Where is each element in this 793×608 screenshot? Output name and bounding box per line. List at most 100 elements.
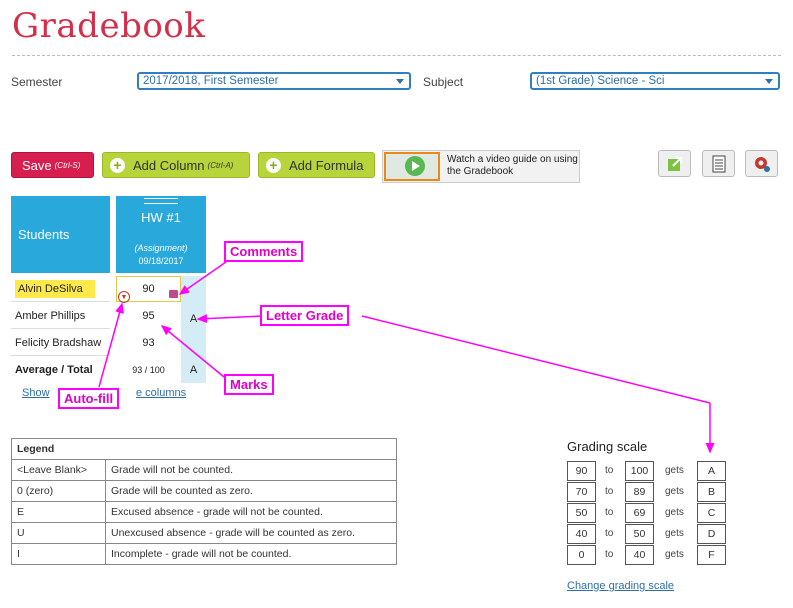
add-column-label: Add Column bbox=[133, 157, 205, 173]
legend-desc: Incomplete - grade will not be counted. bbox=[105, 543, 397, 565]
legend-row: <Leave Blank>Grade will not be counted. bbox=[11, 459, 397, 481]
plus-icon: + bbox=[266, 157, 281, 173]
grading-scale-title: Grading scale bbox=[567, 439, 648, 454]
student-row[interactable]: Amber Phillips bbox=[11, 303, 110, 329]
subject-value: (1st Grade) Science - Sci bbox=[536, 75, 665, 87]
letter-grade-cell: A bbox=[189, 313, 198, 325]
chevron-down-icon bbox=[765, 79, 773, 84]
subject-select[interactable]: (1st Grade) Science - Sci bbox=[530, 72, 780, 90]
title-divider bbox=[12, 55, 781, 56]
play-icon bbox=[405, 156, 425, 176]
legend-desc: Grade will be counted as zero. bbox=[105, 480, 397, 502]
student-name: Felicity Bradshaw bbox=[15, 336, 102, 349]
add-formula-label: Add Formula bbox=[289, 157, 364, 173]
scale-from[interactable]: 0 bbox=[567, 545, 596, 565]
plus-icon: + bbox=[110, 157, 125, 173]
scale-gets-word: gets bbox=[665, 528, 684, 539]
student-name: Amber Phillips bbox=[15, 309, 86, 322]
average-mark: 93 / 100 bbox=[132, 365, 165, 375]
scale-to-word: to bbox=[605, 549, 614, 560]
document-icon bbox=[712, 155, 725, 172]
add-formula-button[interactable]: + Add Formula bbox=[258, 152, 375, 178]
student-name: Alvin DeSilva bbox=[15, 279, 95, 298]
scale-grade[interactable]: F bbox=[697, 545, 726, 565]
average-letter-grade: A bbox=[189, 364, 198, 376]
chevron-down-icon bbox=[396, 79, 404, 84]
page-title: Gradebook bbox=[12, 6, 206, 46]
scale-gets-word: gets bbox=[665, 465, 684, 476]
scale-gets-word: gets bbox=[665, 549, 684, 560]
mark-cell[interactable]: 95 bbox=[142, 310, 155, 322]
legend-table: Legend <Leave Blank>Grade will not be co… bbox=[11, 438, 397, 565]
settings-button[interactable] bbox=[745, 150, 778, 177]
average-total-label: Average / Total bbox=[15, 364, 93, 376]
add-column-button[interactable]: + Add Column (Ctrl-A) bbox=[102, 152, 250, 178]
save-shortcut: (Ctrl-S) bbox=[54, 160, 81, 170]
comments-callout: Comments bbox=[224, 241, 304, 262]
assignment-column-header[interactable]: HW #1 (Assignment) 09/18/2017 bbox=[116, 196, 206, 273]
semester-select[interactable]: 2017/2018, First Semester bbox=[137, 72, 411, 90]
export-icon bbox=[667, 156, 682, 171]
scale-to-word: to bbox=[605, 528, 614, 539]
scale-to[interactable]: 100 bbox=[625, 461, 654, 481]
scale-to[interactable]: 69 bbox=[625, 503, 654, 523]
scale-from[interactable]: 70 bbox=[567, 482, 596, 502]
legend-desc: Excused absence - grade will not be coun… bbox=[105, 501, 397, 523]
comment-icon[interactable] bbox=[169, 290, 178, 298]
legend-code: U bbox=[11, 522, 106, 544]
scale-from[interactable]: 50 bbox=[567, 503, 596, 523]
scale-to[interactable]: 89 bbox=[625, 482, 654, 502]
legend-desc: Grade will not be counted. bbox=[105, 459, 397, 481]
student-row[interactable]: Felicity Bradshaw bbox=[11, 330, 110, 356]
add-column-shortcut: (Ctrl-A) bbox=[207, 160, 234, 170]
semester-label: Semester bbox=[11, 75, 63, 89]
export-button[interactable] bbox=[658, 150, 691, 177]
student-row[interactable]: Alvin DeSilva bbox=[11, 276, 110, 302]
show-columns-link-tail[interactable]: e columns bbox=[136, 387, 187, 399]
scale-to[interactable]: 50 bbox=[625, 524, 654, 544]
mark-cell[interactable]: 93 bbox=[142, 337, 155, 349]
save-button[interactable]: Save (Ctrl-S) bbox=[11, 152, 94, 178]
show-columns-link[interactable]: Show bbox=[22, 387, 50, 399]
letter-grade-callout: Letter Grade bbox=[260, 305, 350, 326]
legend-code: I bbox=[11, 543, 106, 565]
scale-to[interactable]: 40 bbox=[625, 545, 654, 565]
settings-gear-icon bbox=[754, 156, 770, 172]
students-header: Students bbox=[11, 196, 110, 273]
marks-callout: Marks bbox=[224, 374, 274, 395]
legend-header: Legend bbox=[11, 438, 397, 460]
scale-grade[interactable]: B bbox=[697, 482, 726, 502]
video-guide-link[interactable]: Watch a video guide on using the Gradebo… bbox=[382, 150, 580, 183]
scale-from[interactable]: 90 bbox=[567, 461, 596, 481]
scale-to-word: to bbox=[605, 486, 614, 497]
save-label: Save bbox=[22, 157, 52, 173]
scale-from[interactable]: 40 bbox=[567, 524, 596, 544]
legend-code: 0 (zero) bbox=[11, 480, 106, 502]
document-button[interactable] bbox=[702, 150, 735, 177]
scale-to-word: to bbox=[605, 465, 614, 476]
scale-to-word: to bbox=[605, 507, 614, 518]
legend-code: E bbox=[11, 501, 106, 523]
scale-grade[interactable]: D bbox=[697, 524, 726, 544]
semester-value: 2017/2018, First Semester bbox=[143, 75, 279, 87]
drag-handle-icon[interactable] bbox=[144, 198, 178, 204]
assignment-type: (Assignment) bbox=[134, 243, 188, 253]
assignment-name: HW #1 bbox=[141, 210, 181, 225]
legend-row: 0 (zero)Grade will be counted as zero. bbox=[11, 480, 397, 502]
auto-fill-callout: Auto-fill bbox=[58, 388, 120, 409]
video-thumbnail bbox=[384, 152, 440, 181]
scale-grade[interactable]: A bbox=[697, 461, 726, 481]
scale-grade[interactable]: C bbox=[697, 503, 726, 523]
scale-gets-word: gets bbox=[665, 486, 684, 497]
legend-code: <Leave Blank> bbox=[11, 459, 106, 481]
legend-desc: Unexcused absence - grade will be counte… bbox=[105, 522, 397, 544]
video-guide-text: Watch a video guide on using the Gradebo… bbox=[447, 154, 578, 177]
scale-gets-word: gets bbox=[665, 507, 684, 518]
change-grading-scale-link[interactable]: Change grading scale bbox=[567, 580, 675, 592]
auto-fill-icon[interactable]: ▼ bbox=[118, 291, 130, 303]
subject-label: Subject bbox=[423, 75, 464, 89]
